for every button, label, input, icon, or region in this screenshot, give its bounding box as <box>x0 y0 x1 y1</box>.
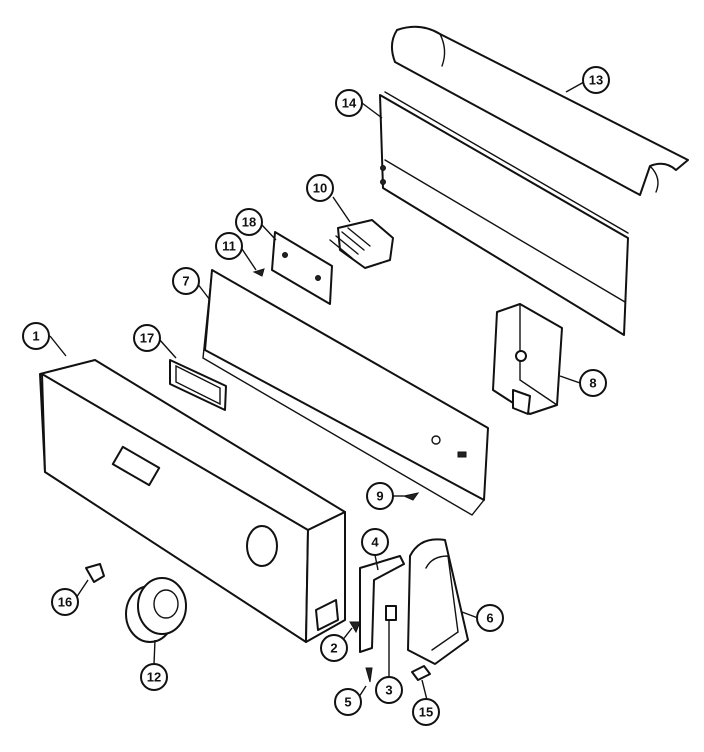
callout-11: 11 <box>215 232 243 260</box>
callout-15: 15 <box>412 698 440 726</box>
part-7-control-plate <box>202 269 489 516</box>
callout-2: 2 <box>320 634 348 662</box>
svg-text:6: 6 <box>486 611 493 626</box>
part-8-timer <box>492 303 563 415</box>
svg-text:7: 7 <box>182 274 189 289</box>
svg-text:8: 8 <box>589 376 596 391</box>
callout-8: 8 <box>579 369 607 397</box>
callout-13: 13 <box>582 66 610 94</box>
part-1-console <box>39 359 346 643</box>
svg-text:4: 4 <box>371 535 379 550</box>
callout-5: 5 <box>334 688 362 716</box>
svg-text:11: 11 <box>222 239 236 254</box>
svg-text:9: 9 <box>376 489 383 504</box>
part-14-back-panel <box>379 91 629 336</box>
part-17-window-lens <box>169 359 227 411</box>
svg-text:3: 3 <box>385 683 392 698</box>
callout-3: 3 <box>375 676 403 704</box>
callout-6: 6 <box>476 604 504 632</box>
part-3-clip <box>385 605 397 621</box>
callout-18: 18 <box>235 208 263 236</box>
part-2-screw <box>349 621 361 634</box>
svg-text:12: 12 <box>147 670 161 685</box>
svg-text:10: 10 <box>313 181 327 196</box>
leader-lines <box>49 81 585 701</box>
part-15-clip <box>411 665 431 681</box>
callout-7: 7 <box>172 267 200 295</box>
svg-text:13: 13 <box>589 73 603 88</box>
part-11-screw <box>252 268 265 277</box>
svg-text:17: 17 <box>140 331 154 346</box>
svg-text:18: 18 <box>242 215 256 230</box>
callout-4: 4 <box>361 528 389 556</box>
svg-text:5: 5 <box>344 695 351 710</box>
part-5-screw <box>365 667 373 683</box>
svg-text:16: 16 <box>58 595 72 610</box>
part-13-end-cap <box>391 25 689 196</box>
callout-1: 1 <box>22 322 50 350</box>
callout-14: 14 <box>335 89 363 117</box>
callout-9: 9 <box>366 482 394 510</box>
part-10-terminal-block <box>329 219 394 269</box>
callout-17: 17 <box>133 324 161 352</box>
svg-text:1: 1 <box>32 329 39 344</box>
svg-text:15: 15 <box>419 705 433 720</box>
part-4-bracket-arm <box>359 555 405 653</box>
part-12-knob <box>125 577 187 643</box>
part-9-screw <box>402 492 420 501</box>
callout-10: 10 <box>306 174 334 202</box>
part-6-side-cover <box>407 538 469 665</box>
part-16-knob-insert <box>85 563 105 583</box>
callout-12: 12 <box>140 663 168 691</box>
svg-text:14: 14 <box>342 96 357 111</box>
svg-text:2: 2 <box>330 641 337 656</box>
part-18-bracket <box>271 231 333 305</box>
callout-16: 16 <box>51 588 79 616</box>
